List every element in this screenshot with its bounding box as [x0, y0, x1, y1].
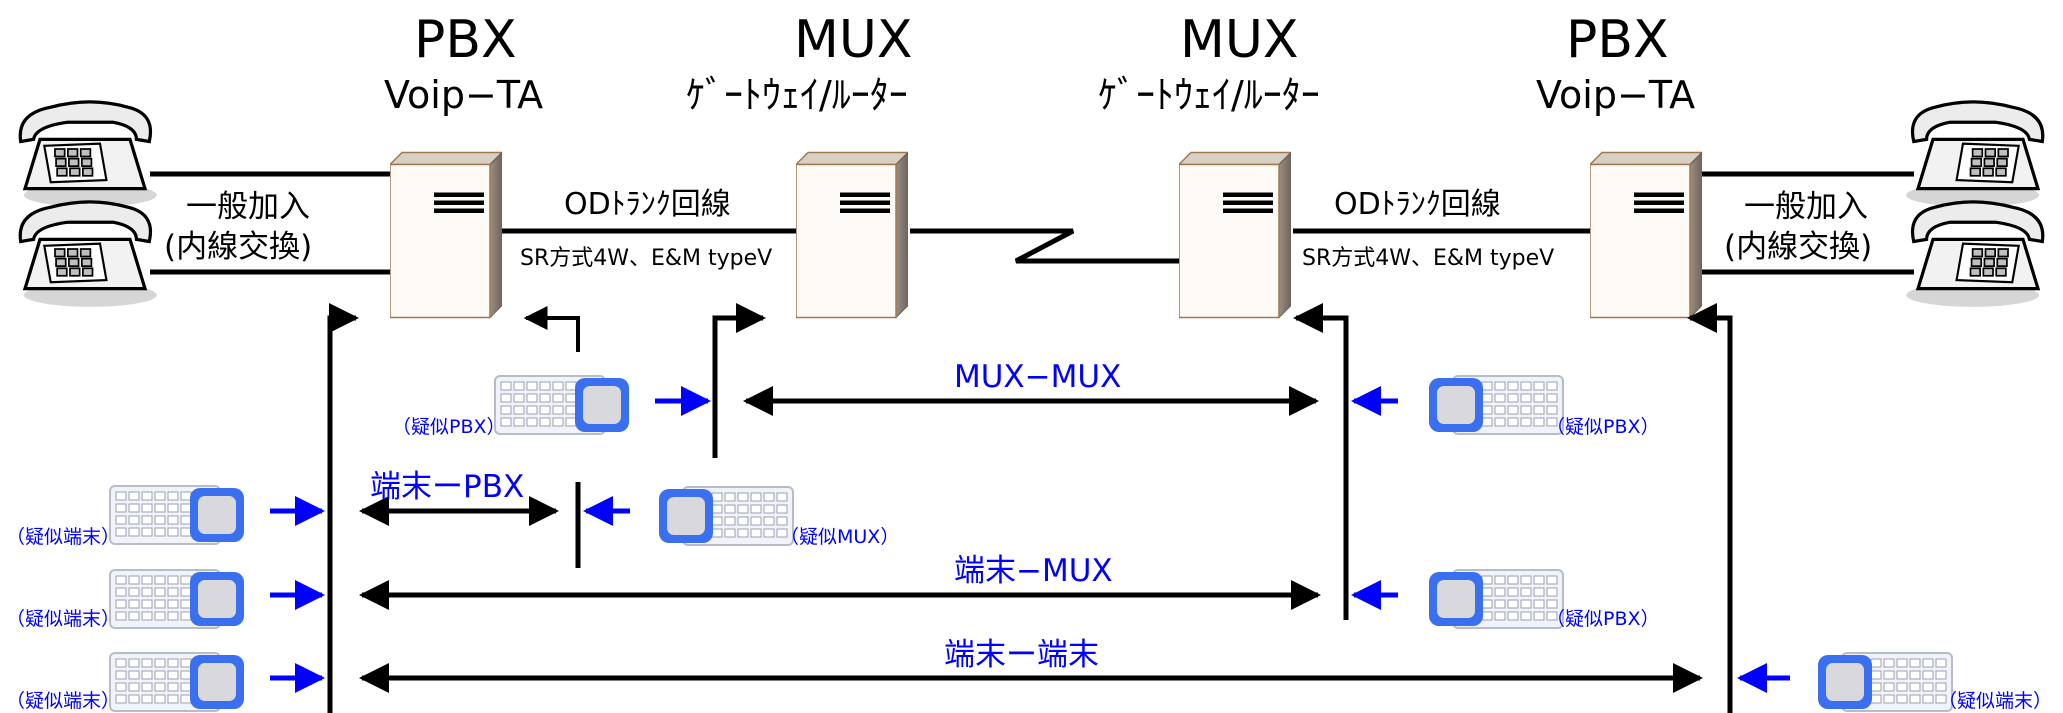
terminal-pbx-label: 端末ーPBX [370, 469, 525, 505]
pseudo-terminal-tester-icon [1818, 653, 1952, 711]
pseudo-terminal-label: （疑似端末） [6, 526, 121, 548]
pseudo-terminal-tester-icon [109, 652, 245, 712]
telephone-icon [1906, 202, 2043, 307]
pseudo-terminal-label: （疑似端末） [1938, 690, 2053, 712]
mux-left-subtitle: ｹﾞｰﾄｳｪｲ/ﾙｰﾀｰ [686, 73, 908, 117]
mux-server-icon [796, 151, 908, 319]
pseudo-pbx-tester-icon [1429, 376, 1563, 434]
mux-right-subtitle: ｹﾞｰﾄｳｪｲ/ﾙｰﾀｰ [1098, 73, 1320, 117]
pseudo-pbx-label: （疑似PBX） [1546, 608, 1660, 630]
pseudo-terminal-tester-icon [109, 569, 245, 629]
subscriber-left-line1: 一般加入 [186, 189, 310, 225]
wan-link [910, 228, 1180, 264]
pseudo-pbx-tester-icon [1429, 570, 1563, 628]
telephone-icon [18, 100, 159, 208]
connector-right-pbx [1687, 303, 1733, 713]
pseudo-terminal-label: （疑似端末） [6, 690, 121, 712]
pbx-right-subtitle: Voip−TA [1536, 73, 1696, 117]
connector-mux-left [712, 303, 766, 458]
pseudo-pbx-label: （疑似PBX） [1546, 416, 1660, 438]
pseudo-pbx-label: （疑似PBX） [392, 416, 506, 438]
mux-left-title: MUX [794, 10, 913, 70]
connector-mux-right [1293, 303, 1349, 620]
terminal-terminal-label: 端末ー端末 [944, 637, 1099, 673]
pseudo-mux-label: （疑似MUX） [780, 526, 900, 548]
mux-mux-label: MUX−MUX [954, 359, 1122, 395]
mux-right-title: MUX [1180, 10, 1299, 70]
pbx-server-icon [1590, 151, 1702, 319]
terminal-mux-label: 端末−MUX [954, 553, 1113, 589]
trunk-left-spec: SR方式4W、E&M typeⅤ [520, 246, 773, 271]
connector-left-pbx [327, 303, 359, 713]
pseudo-terminal-tester-icon [109, 485, 245, 545]
pbx-left-title: PBX [414, 10, 517, 70]
mux-server-icon [1179, 151, 1291, 319]
subscriber-left-line2: (内線交換) [164, 229, 313, 265]
subscriber-right-line2: (内線交換) [1724, 229, 1873, 265]
subscriber-right-line1: 一般加入 [1744, 189, 1868, 225]
pseudo-pbx-tester-icon [494, 375, 630, 435]
connector-pbx-upper [523, 306, 580, 352]
pbx-server-icon [390, 151, 502, 319]
pseudo-mux-tester-icon [659, 487, 793, 545]
pseudo-terminal-label: （疑似端末） [6, 608, 121, 630]
telephone-icon [1906, 102, 2043, 207]
trunk-left-name: ODﾄﾗﾝｸ回線 [564, 187, 731, 222]
pbx-left-subtitle: Voip−TA [384, 73, 544, 117]
pbx-right-title: PBX [1566, 10, 1669, 70]
telephone-icon [18, 200, 159, 308]
trunk-right-spec: SR方式4W、E&M typeⅤ [1302, 246, 1555, 271]
trunk-right-name: ODﾄﾗﾝｸ回線 [1334, 187, 1501, 222]
